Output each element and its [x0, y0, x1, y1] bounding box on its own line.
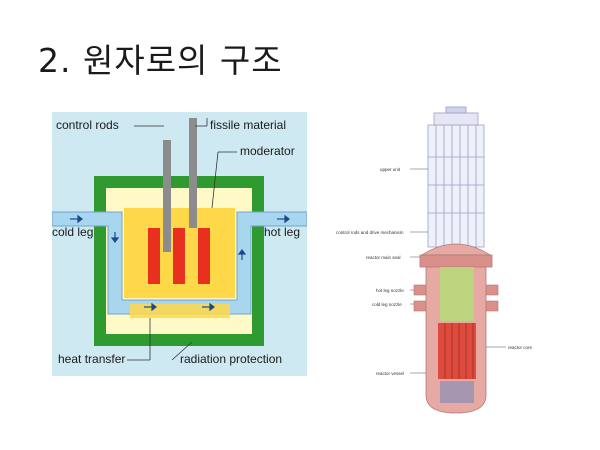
slide-title: 2. 원자로의 구조	[38, 41, 283, 80]
cold-leg-nozzle	[485, 300, 499, 312]
label-control-rods-drive: control rods and drive mechanism	[336, 230, 404, 235]
hot-leg-nozzle	[413, 284, 427, 296]
hot-leg-nozzle	[485, 284, 499, 296]
reactor-vessel-illustration: upper unit control rods and drive mechan…	[336, 106, 533, 414]
label-heat-transfer: heat transfer	[58, 352, 125, 366]
label-moderator: moderator	[240, 144, 295, 158]
flow-arrows	[70, 214, 290, 312]
fuel-rod	[173, 228, 185, 284]
upper-unit-frame	[427, 106, 485, 248]
label-control-rods: control rods	[56, 118, 119, 132]
label-reactor-main-seal: reactor main seal	[366, 255, 401, 260]
label-reactor-core: reactor core	[508, 345, 533, 350]
control-rod	[189, 118, 197, 228]
label-upper-unit: upper unit	[380, 167, 401, 172]
label-hot-leg: hot leg	[264, 225, 300, 239]
vessel-leader-lines	[410, 168, 506, 374]
leader-lines	[127, 118, 237, 361]
moderator-base	[130, 304, 230, 318]
reactor-core	[438, 323, 476, 379]
label-reactor-vessel: reactor vessel	[376, 371, 404, 376]
label-hot-leg-nozzle: hot leg nozzle	[376, 288, 404, 293]
lower-plenum	[440, 381, 474, 403]
label-radiation-protection: radiation protection	[180, 352, 282, 366]
fuel-rod	[148, 228, 160, 284]
core-upper-internals	[440, 267, 474, 321]
label-cold-leg-nozzle: cold leg nozzle	[372, 302, 402, 307]
control-rod	[163, 140, 171, 252]
reactor-schematic: control rods fissile material moderator …	[52, 112, 307, 376]
cold-leg-nozzle	[413, 300, 427, 312]
label-cold-leg: cold leg	[52, 225, 93, 239]
vessel-flange	[419, 254, 493, 268]
core-lines	[444, 323, 474, 379]
fuel-rod	[198, 228, 210, 284]
label-fissile-material: fissile material	[210, 118, 286, 132]
